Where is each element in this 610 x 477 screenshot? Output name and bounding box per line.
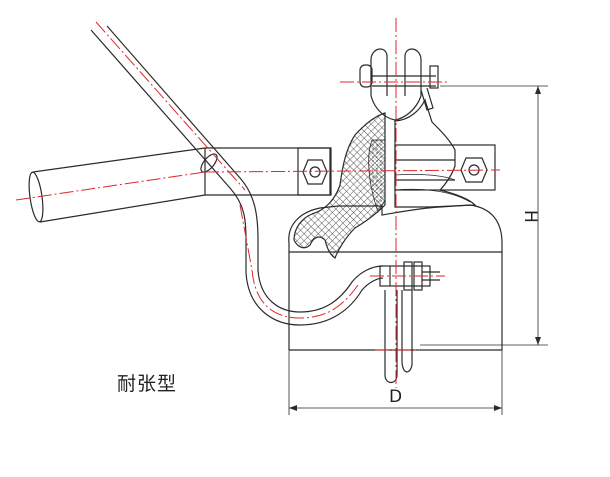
dimension-d: D [288, 350, 503, 415]
clevis-top [359, 48, 439, 121]
caption: 耐张型 [117, 373, 178, 395]
dimension-h: H [420, 85, 548, 346]
dimension-h-label: H [520, 210, 540, 223]
clamp-strap [204, 144, 496, 196]
insulator-cap [394, 98, 477, 208]
bolt-assembly [379, 261, 440, 384]
dimension-d-label: D [389, 387, 402, 407]
conductor [28, 147, 206, 223]
tie-rod [90, 25, 384, 326]
cement-section [293, 112, 386, 259]
center-lines [15, 18, 501, 388]
